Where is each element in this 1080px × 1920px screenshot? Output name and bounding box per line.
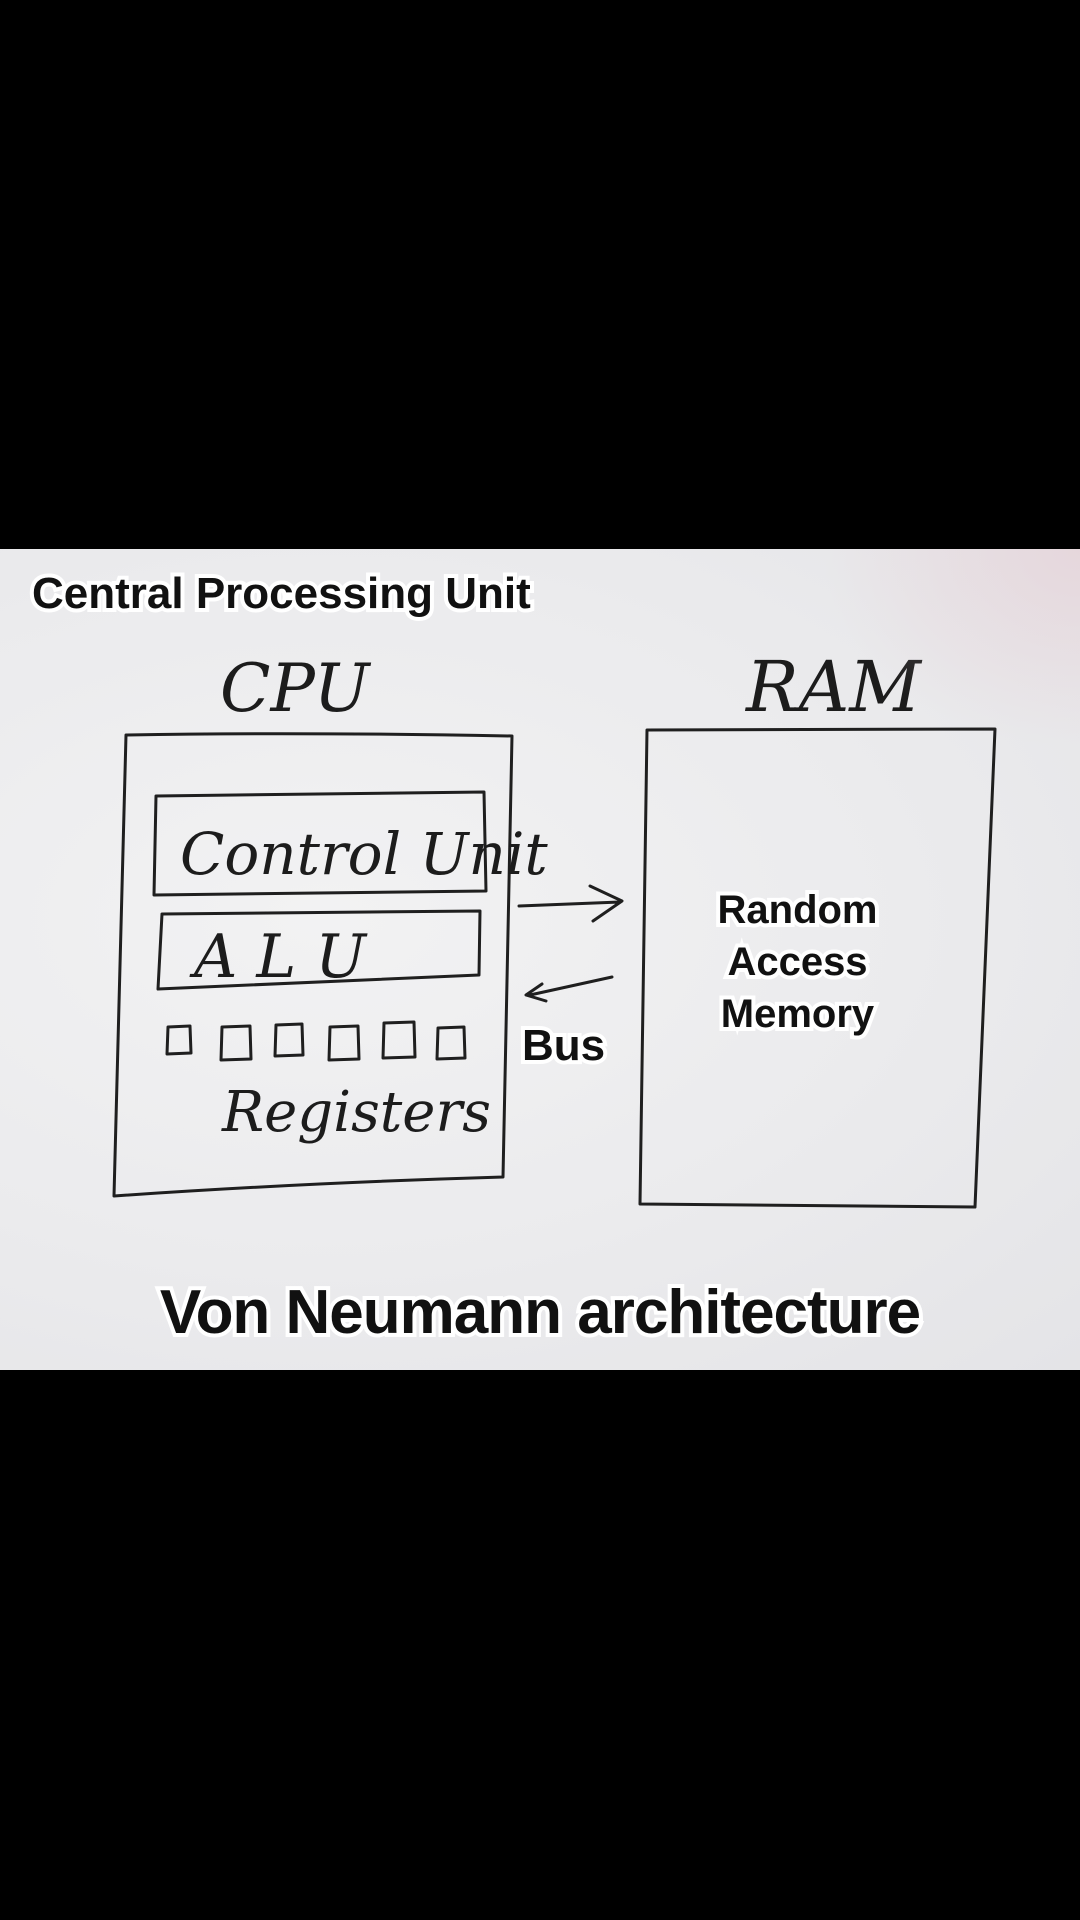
registers-label: Registers — [221, 1080, 491, 1145]
control-unit-box — [152, 790, 488, 897]
register-square — [381, 1020, 417, 1060]
alu-label: A L U — [189, 922, 368, 992]
ram-caption-line: Random — [714, 884, 882, 936]
bottom-title: Von Neumann architecture — [156, 1274, 925, 1351]
ram-box — [638, 727, 997, 1209]
ram-caption-line: Access — [723, 936, 871, 988]
ram-caption: Random Access Memory — [680, 884, 915, 1040]
ram-label: RAM — [744, 646, 923, 728]
alu-box — [156, 909, 482, 991]
architecture-sketch: CPU RAM Control Unit A L U Registers — [112, 646, 997, 1209]
register-square — [165, 1024, 193, 1056]
control-unit-label: Control Unit — [180, 820, 548, 888]
cpu-box — [112, 732, 514, 1198]
bus-arrow-right — [517, 884, 624, 923]
cpu-label: CPU — [220, 650, 372, 727]
whiteboard-frame: CPU RAM Control Unit A L U Registers Cen… — [0, 549, 1080, 1370]
top-caption: Central Processing Unit — [28, 565, 535, 622]
register-square — [327, 1024, 361, 1062]
register-square — [273, 1022, 305, 1058]
register-square — [435, 1025, 467, 1061]
bus-arrow-left — [524, 975, 614, 1003]
register-square — [219, 1024, 253, 1062]
register-squares — [165, 1020, 467, 1062]
bus-caption: Bus — [518, 1017, 609, 1074]
ram-caption-line: Memory — [717, 988, 878, 1040]
